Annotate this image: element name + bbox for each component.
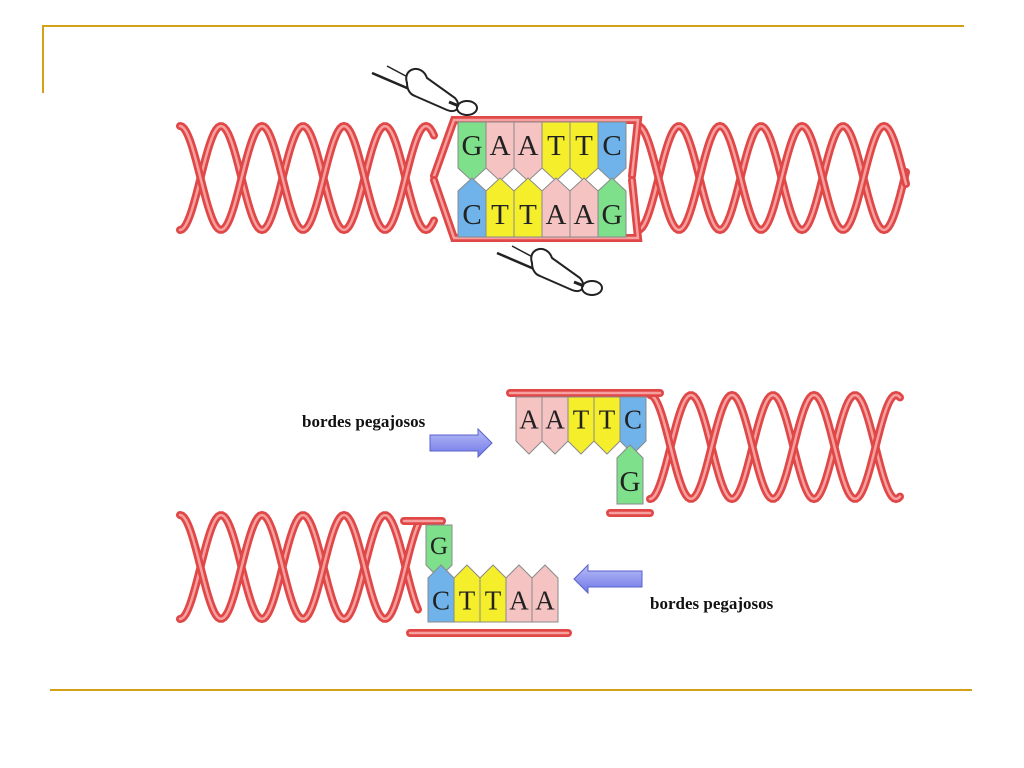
- base-A: A: [515, 396, 543, 455]
- base-T: T: [567, 396, 595, 455]
- base-letter: A: [490, 130, 511, 162]
- base-T: T: [541, 121, 571, 182]
- scissors-handle: [581, 280, 603, 296]
- base-letter: T: [491, 199, 509, 231]
- base-letter: T: [519, 199, 537, 231]
- scissors-handle: [456, 100, 478, 116]
- dna-fragment-left-ends: [400, 517, 572, 637]
- base-T: T: [479, 564, 507, 623]
- base-letter: T: [573, 405, 590, 435]
- scissors-icon: [496, 245, 603, 296]
- scissors-hand: [530, 248, 585, 292]
- sticky-end-right-lone-base: G: [616, 444, 644, 505]
- base-T: T: [453, 564, 481, 623]
- base-A: A: [505, 564, 533, 623]
- base-letter: T: [575, 130, 593, 162]
- base-letter: A: [574, 199, 595, 231]
- base-letter: G: [462, 130, 483, 162]
- base-G: G: [425, 524, 453, 579]
- base-letter: C: [462, 199, 481, 231]
- recognition-frame-bottom-highlight: [432, 178, 640, 240]
- sticky-end-left-lone-base: G: [425, 524, 453, 579]
- dna-fragment-left-helix: [176, 510, 422, 624]
- frame-top-line: [42, 25, 964, 27]
- base-T: T: [593, 396, 621, 455]
- base-letter: A: [518, 130, 539, 162]
- base-letter: A: [509, 586, 529, 616]
- dna-helix-right: [634, 121, 910, 235]
- frame-bottom-line: [50, 689, 972, 691]
- dna-backbone-strand-highlight: [178, 513, 420, 621]
- dna-backbone-strand-highlight: [178, 124, 436, 232]
- base-G: G: [616, 444, 644, 505]
- base-C: C: [619, 396, 647, 455]
- base-letter: T: [599, 405, 616, 435]
- base-C: C: [427, 564, 455, 623]
- scissors-icon: [371, 65, 478, 116]
- base-letter: T: [459, 586, 476, 616]
- dna-backbone-strand: [176, 510, 422, 623]
- dna-fragment-right-helix: [646, 390, 904, 504]
- sticky-ends-label-lower: bordes pegajosos: [650, 594, 774, 613]
- dna-backbone-strand-highlight: [178, 124, 436, 232]
- base-letter: C: [432, 586, 450, 616]
- arrow-right-icon: [429, 427, 493, 459]
- base-letter: T: [485, 586, 502, 616]
- base-A: A: [531, 564, 559, 623]
- dna-fragment-right-ends: [506, 389, 664, 517]
- base-A: A: [541, 396, 569, 455]
- base-G: G: [457, 121, 487, 182]
- base-A: A: [485, 121, 515, 182]
- scissors-hand: [405, 68, 460, 112]
- base-letter: A: [545, 405, 565, 435]
- base-C: C: [597, 121, 627, 182]
- dna-backbone-strand-highlight: [636, 124, 908, 232]
- base-letter: C: [602, 130, 621, 162]
- base-A: A: [513, 121, 543, 182]
- frame-left-line: [42, 25, 44, 93]
- base-A: A: [541, 177, 571, 238]
- base-letter: T: [547, 130, 565, 162]
- base-letter: G: [620, 466, 641, 498]
- arrow-left-icon: [573, 563, 643, 595]
- dna-backbone-strand-highlight: [648, 393, 902, 501]
- base-G: G: [597, 177, 627, 238]
- sticky-ends-label-upper: bordes pegajosos: [302, 412, 426, 431]
- base-T: T: [569, 121, 599, 182]
- base-letter: G: [430, 533, 448, 560]
- base-C: C: [457, 177, 487, 238]
- recognition-site-frame: [430, 116, 643, 242]
- dna-backbone-strand-highlight: [636, 124, 908, 232]
- base-letter: A: [535, 586, 555, 616]
- base-T: T: [485, 177, 515, 238]
- dna-helix-left: [176, 121, 438, 235]
- dna-backbone-strand-highlight: [648, 393, 902, 501]
- base-letter: A: [519, 405, 539, 435]
- base-letter: C: [624, 405, 642, 435]
- recognition-frame-top-highlight: [432, 118, 640, 178]
- base-letter: G: [602, 199, 623, 231]
- base-T: T: [513, 177, 543, 238]
- base-letter: A: [546, 199, 567, 231]
- dna-backbone-strand: [176, 511, 422, 624]
- base-A: A: [569, 177, 599, 238]
- dna-backbone-strand-highlight: [178, 513, 420, 621]
